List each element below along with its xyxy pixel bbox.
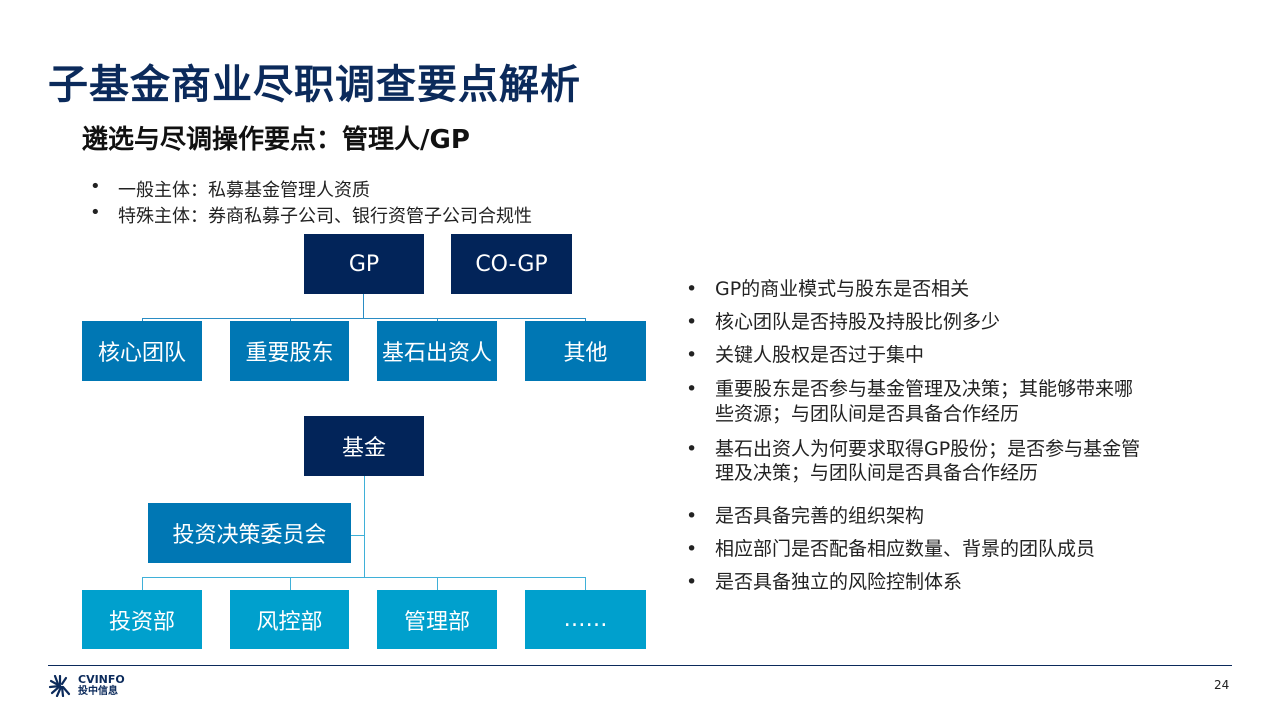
org-node-fund: 基金 [304, 416, 424, 476]
org-node-core-team: 核心团队 [82, 321, 202, 381]
org-node-management-dept: 管理部 [377, 590, 497, 649]
connector [142, 318, 586, 319]
org-node-investment-committee: 投资决策委员会 [148, 503, 351, 563]
connector [142, 318, 143, 321]
page-number: 24 [1214, 678, 1230, 692]
org-node-gp: GP [304, 234, 424, 294]
bullet-dot: • [686, 438, 698, 460]
bullet-dot: • [686, 311, 698, 333]
connector [290, 318, 291, 321]
connector [364, 476, 365, 577]
cvinfo-logo: CVINFO 投中信息 [48, 674, 125, 698]
bullet-dot: • [90, 202, 101, 223]
bullet-dot: • [686, 278, 698, 300]
bullet-dot: • [686, 344, 698, 366]
connector [351, 535, 364, 536]
bullet-dot: • [686, 538, 698, 560]
bullet-dot: • [90, 176, 101, 197]
footer-divider [48, 665, 1232, 666]
connector [585, 577, 586, 590]
connector [437, 577, 438, 590]
org-node-investment-dept: 投资部 [82, 590, 202, 649]
org-node-risk-dept: 风控部 [230, 590, 349, 649]
left-bullet: 一般主体：私募基金管理人资质 [118, 180, 370, 201]
connector [142, 577, 143, 590]
connector [363, 294, 364, 318]
logo-text-cn: 投中信息 [78, 686, 118, 697]
slide-subtitle: 遴选与尽调操作要点：管理人/GP [82, 125, 470, 155]
connector [585, 318, 586, 321]
connector [290, 577, 291, 590]
connector [142, 577, 586, 578]
logo-burst-icon [48, 675, 71, 697]
org-node-co-gp: CO-GP [451, 234, 572, 294]
org-node-major-shareholder: 重要股东 [230, 321, 349, 381]
slide-title: 子基金商业尽职调查要点解析 [48, 62, 581, 108]
org-node-more: …… [525, 590, 646, 649]
org-node-other: 其他 [525, 321, 646, 381]
logo-text-en: CVINFO [78, 673, 125, 686]
left-bullet: 特殊主体：券商私募子公司、银行资管子公司合规性 [118, 206, 532, 227]
org-node-cornerstone-investor: 基石出资人 [377, 321, 497, 381]
connector [437, 318, 438, 321]
bullet-dot: • [686, 378, 698, 400]
bullet-dot: • [686, 571, 698, 593]
bullet-dot: • [686, 505, 698, 527]
